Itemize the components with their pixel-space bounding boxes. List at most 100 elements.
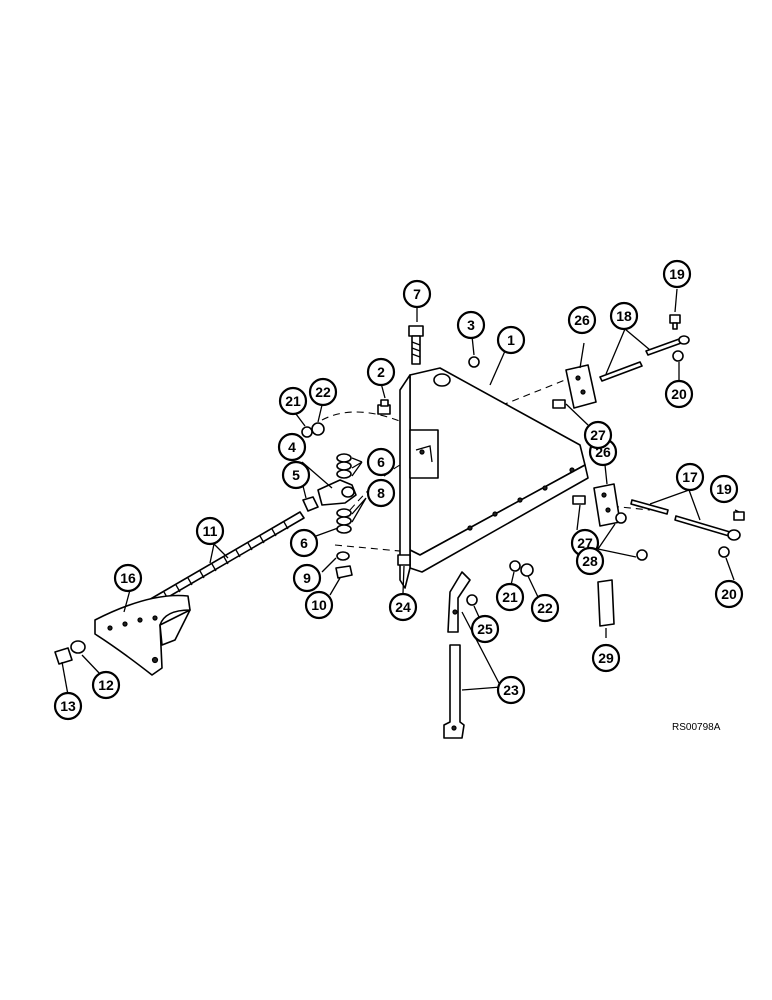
callout-18: 18 <box>609 301 639 331</box>
washer-9 <box>336 551 350 561</box>
callout-number: 17 <box>682 469 698 485</box>
link-18 <box>599 335 690 382</box>
callout-19: 19 <box>662 259 692 289</box>
callout-29: 29 <box>591 643 621 673</box>
callout-number: 22 <box>537 600 553 616</box>
nut-10 <box>335 565 353 579</box>
callout-10: 10 <box>304 590 334 620</box>
callout-number: 18 <box>616 308 632 324</box>
callout-16: 16 <box>113 563 143 593</box>
callout-4: 4 <box>277 432 307 462</box>
callout-number: 6 <box>377 454 385 470</box>
bolt-24 <box>397 554 411 566</box>
rod-17 <box>630 499 741 541</box>
callout-number: 6 <box>300 535 308 551</box>
triangular-plate <box>399 367 589 589</box>
callout-number: 10 <box>311 597 327 613</box>
callout-number: 25 <box>477 621 493 637</box>
callout-number: 19 <box>716 481 732 497</box>
nut-20-upper <box>672 350 684 362</box>
callout-9: 9 <box>292 563 322 593</box>
callout-number: 3 <box>467 317 475 333</box>
strap-23-lower <box>443 644 465 739</box>
callout-number: 7 <box>413 286 421 302</box>
pad-29 <box>597 579 615 627</box>
nut-28 <box>615 512 648 561</box>
callout-number: 20 <box>671 386 687 402</box>
jam-nut-5 <box>302 496 319 512</box>
callout-number: 27 <box>590 427 606 443</box>
callout-3: 3 <box>456 310 486 340</box>
nut-25 <box>466 594 478 606</box>
callout-21: 21 <box>278 386 308 416</box>
bracket-16 <box>94 594 191 676</box>
callout-25: 25 <box>470 614 500 644</box>
nut-13 <box>54 647 73 665</box>
bolt-27-upper <box>552 399 566 409</box>
callout-number: 1 <box>507 332 515 348</box>
callout-number: 13 <box>60 698 76 714</box>
callout-12: 12 <box>91 670 121 700</box>
dashed-assembly-line <box>599 504 651 511</box>
callout-1: 1 <box>496 325 526 355</box>
callout-number: 23 <box>503 682 519 698</box>
callout-number: 11 <box>203 523 218 539</box>
callout-17: 17 <box>675 462 705 492</box>
callout-number: 26 <box>574 312 590 328</box>
callout-8: 8 <box>366 478 396 508</box>
callout-6: 6 <box>366 447 396 477</box>
callout-19: 19 <box>709 474 739 504</box>
callout-number: 2 <box>377 364 385 380</box>
callout-number: 12 <box>98 677 114 693</box>
callout-number: 4 <box>288 439 296 455</box>
callout-23: 23 <box>496 675 526 705</box>
callout-7: 7 <box>402 279 432 309</box>
callout-22: 22 <box>308 377 338 407</box>
bushing-12 <box>70 640 86 654</box>
callout-2: 2 <box>366 357 396 387</box>
callout-number: 20 <box>721 586 737 602</box>
callout-number: 21 <box>285 393 301 409</box>
callout-11: 11 <box>195 516 225 546</box>
strap-23-upper <box>447 571 471 633</box>
callout-number: 22 <box>315 384 331 400</box>
callout-number: 8 <box>377 485 385 501</box>
callout-number: 19 <box>669 266 685 282</box>
plate-26-upper <box>565 364 597 409</box>
callout-6: 6 <box>289 528 319 558</box>
nut-20-lower <box>718 546 730 558</box>
callout-13: 13 <box>53 691 83 721</box>
callout-number: 24 <box>395 599 411 615</box>
callout-26: 26 <box>567 305 597 335</box>
callout-number: 29 <box>598 650 614 666</box>
bolt-19-upper <box>669 314 681 330</box>
callout-number: 28 <box>582 553 598 569</box>
callout-21: 21 <box>495 582 525 612</box>
callout-20: 20 <box>664 379 694 409</box>
nut-3 <box>468 356 480 368</box>
callout-20: 20 <box>714 579 744 609</box>
callout-number: 9 <box>303 570 311 586</box>
callout-number: 16 <box>120 570 136 586</box>
callout-24: 24 <box>388 592 418 622</box>
bolt-27-lower <box>572 495 586 505</box>
dashed-assembly-line <box>334 544 411 553</box>
callout-number: 21 <box>502 589 518 605</box>
washer-stack-6 <box>336 453 352 479</box>
callout-5: 5 <box>281 460 311 490</box>
callout-22: 22 <box>530 593 560 623</box>
callout-27: 27 <box>583 420 613 450</box>
bolt-19-lower <box>733 511 745 521</box>
reference-code: RS00798A <box>672 722 721 733</box>
callout-number: 5 <box>292 467 300 483</box>
callout-layer: 1234566789101112131617181919202021212222… <box>53 259 744 721</box>
nut-washer-upper <box>301 422 325 438</box>
callout-28: 28 <box>575 546 605 576</box>
nut-washer-lower <box>509 560 534 577</box>
washer-stack-8 <box>336 508 352 534</box>
bolt-2 <box>377 399 391 415</box>
bolt-7 <box>408 325 424 365</box>
rod-end-4 <box>317 479 357 506</box>
